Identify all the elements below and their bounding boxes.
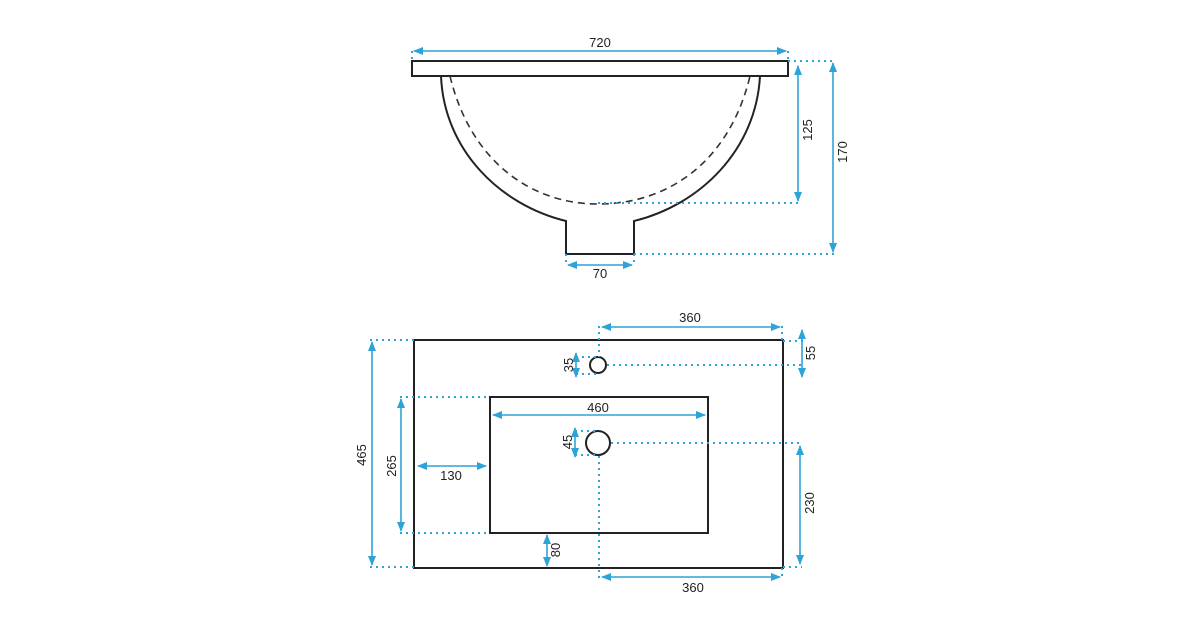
basin-inner-profile	[449, 75, 751, 205]
drain-width-label: 70	[593, 266, 607, 281]
front-margin-label: 80	[548, 543, 563, 557]
total-height-label: 170	[835, 141, 850, 163]
drain-diameter-label: 45	[560, 435, 575, 449]
drain-hole	[585, 430, 611, 456]
total-depth-label: 465	[354, 444, 369, 466]
width-label: 720	[589, 35, 611, 50]
top-view: 360 55 35 465 265 130 460 45 8	[354, 310, 818, 595]
tap-offset-top-label: 360	[679, 310, 701, 325]
basin-depth-top-label: 265	[384, 455, 399, 477]
drain-from-front-label: 230	[802, 492, 817, 514]
left-margin-label: 130	[440, 468, 462, 483]
basin-outer-profile	[440, 75, 761, 255]
drain-offset-bottom-label: 360	[682, 580, 704, 595]
tap-diameter-label: 35	[561, 358, 576, 372]
side-view: 720 125 170 70	[411, 35, 850, 281]
basin-depth-label: 125	[800, 119, 815, 141]
countertop-slab	[411, 60, 789, 77]
basin-width-label: 460	[587, 400, 609, 415]
tap-hole	[589, 356, 607, 374]
tap-from-back-label: 55	[803, 346, 818, 360]
basin-outline	[489, 396, 709, 534]
